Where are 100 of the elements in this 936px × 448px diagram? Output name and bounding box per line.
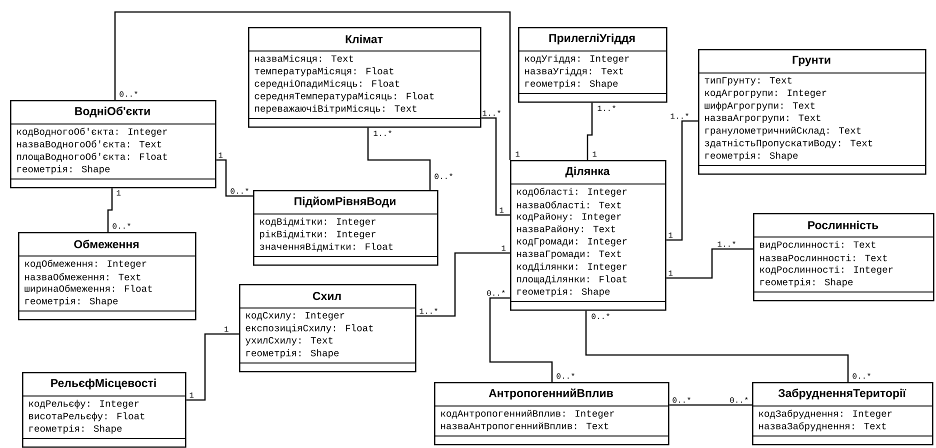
attribute: геометрія: Shape <box>760 278 853 288</box>
attribute: кодДілянки: Integer <box>517 262 627 272</box>
attribute: геометрія: Shape <box>525 80 618 89</box>
association-line <box>666 120 698 241</box>
multiplicity-label: 1 <box>500 208 504 213</box>
class-name: РельєфМісцевості <box>51 378 156 390</box>
attribute: значенняВідмітки: Float <box>260 242 393 252</box>
class-box <box>752 382 934 446</box>
multiplicity-label: 0..* <box>730 396 748 403</box>
class-box <box>752 213 934 302</box>
attribute: температураМісяця: Float <box>254 67 394 76</box>
class-box <box>252 190 438 266</box>
attribute: назваЗабруднення: Text <box>759 422 886 432</box>
multiplicity-label: 0..* <box>230 188 248 194</box>
class-name: Обмеження <box>74 240 139 248</box>
multiplicity-label: 0..* <box>112 222 130 229</box>
class-box <box>518 27 668 103</box>
multiplicity-label: 1 <box>668 270 673 276</box>
attribute: назваРайону: Text <box>517 225 616 234</box>
attribute: здатністьПропускатиВоду: Text <box>704 139 872 148</box>
attribute: видРослинності: Text <box>760 240 876 250</box>
class-name: Ділянка <box>565 166 610 178</box>
multiplicity-label: 1..* <box>374 130 392 136</box>
class-box <box>434 382 670 446</box>
multiplicity-label: 0..* <box>487 290 505 296</box>
attribute: геометрія: Shape <box>517 288 610 297</box>
class-box <box>18 232 196 320</box>
association-line <box>669 404 752 406</box>
class-name: ПідйомРівняВоди <box>294 196 396 208</box>
attribute: геометрія: Shape <box>25 297 118 306</box>
multiplicity-label: 1 <box>592 152 597 157</box>
multiplicity-label: 1 <box>516 152 520 157</box>
attribute: кодОбласті: Integer <box>517 188 627 197</box>
attribute: ухилСхилу: Text <box>246 337 333 346</box>
multiplicity-label: 1..* <box>482 110 500 116</box>
association-line <box>216 159 253 197</box>
attribute: кодАгрогрупи: Integer <box>705 90 826 98</box>
association-line <box>186 333 239 401</box>
attribute: кодВодногоОб'єкта: Integer <box>17 128 168 137</box>
class-box <box>22 372 186 448</box>
attribute: кодСхилу: Integer <box>246 312 344 320</box>
class-name: ВодніОб'єкти <box>75 106 150 118</box>
multiplicity-label: 0..* <box>434 173 452 180</box>
class-box <box>248 27 482 128</box>
class-name: АнтропогеннийВплив <box>488 388 613 400</box>
attribute: площаДілянки: Float <box>517 275 627 284</box>
association-line <box>481 117 510 216</box>
attribute: експозиціяСхилу: Float <box>246 324 373 334</box>
attribute: кодУгіддя: Integer <box>525 54 629 64</box>
class-box <box>238 284 416 372</box>
attribute: рікВідмітки: Integer <box>260 230 376 240</box>
attribute: середняТемператураМісяць: Float <box>254 92 434 102</box>
association-line <box>489 297 553 382</box>
multiplicity-label: 1 <box>224 326 228 332</box>
attribute: назваГромади: Text <box>517 250 621 259</box>
multiplicity-label: 1 <box>190 392 194 398</box>
attribute: кодРайону: Integer <box>517 212 621 222</box>
multiplicity-label: 1..* <box>598 105 616 111</box>
association-line <box>666 248 753 279</box>
multiplicity-label: 1 <box>502 246 506 251</box>
attribute: назваВодногоОб'єкта: Text <box>17 140 162 150</box>
multiplicity-label: 0..* <box>852 372 870 379</box>
attribute: назваОбмеження: Text <box>25 273 140 280</box>
attribute: площаВодногоОб'єкта: Float <box>17 152 167 162</box>
attribute: геометрія: Shape <box>29 424 122 434</box>
class-box <box>510 160 666 311</box>
association-line <box>416 252 510 317</box>
attribute: кодВідмітки: Integer <box>260 218 376 227</box>
multiplicity-label: 1 <box>116 190 121 196</box>
multiplicity-label: 1..* <box>718 241 736 247</box>
attribute: кодГромади: Integer <box>517 238 627 246</box>
attribute: кодАнтропогеннийВплив: Integer <box>441 410 614 419</box>
association-line <box>586 102 593 160</box>
class-name: ПрилегліУгіддя <box>549 34 635 44</box>
attribute: кодРельєфу: Integer <box>29 400 139 409</box>
multiplicity-label: 1..* <box>420 308 438 314</box>
multiplicity-label: 0..* <box>672 396 690 403</box>
class-name: Клімат <box>346 34 383 44</box>
attribute: назваОбласті: Text <box>517 201 621 208</box>
association-line <box>367 128 431 190</box>
multiplicity-label: 1 <box>218 152 223 158</box>
attribute: геометрія: Shape <box>246 349 339 358</box>
class-box <box>10 100 216 188</box>
class-name: Схил <box>312 292 341 300</box>
attribute: назваУгіддя: Text <box>525 67 624 76</box>
multiplicity-label: 1 <box>668 232 673 238</box>
attribute: гранулометричнийСклад: Text <box>705 126 861 136</box>
attribute: середніОпадиМісяць: Float <box>254 80 400 89</box>
attribute: кодЗабруднення: Integer <box>759 410 892 419</box>
association-line <box>107 188 113 232</box>
attribute: назваАнтропогеннийВплив: Text <box>441 422 608 432</box>
multiplicity-label: 0..* <box>592 313 610 320</box>
attribute: кодРослинності: Integer <box>760 266 893 275</box>
attribute: назваАгрогрупи: Text <box>705 114 820 123</box>
class-box <box>698 49 926 175</box>
attribute: переважаючіВітриМісяць: Text <box>255 104 416 114</box>
attribute: ширинаОбмеження: Float <box>24 284 152 294</box>
attribute: шифрАгрогрупи: Text <box>704 102 815 111</box>
multiplicity-label: 1..* <box>670 113 688 119</box>
attribute: геометрія: Shape <box>17 165 110 174</box>
